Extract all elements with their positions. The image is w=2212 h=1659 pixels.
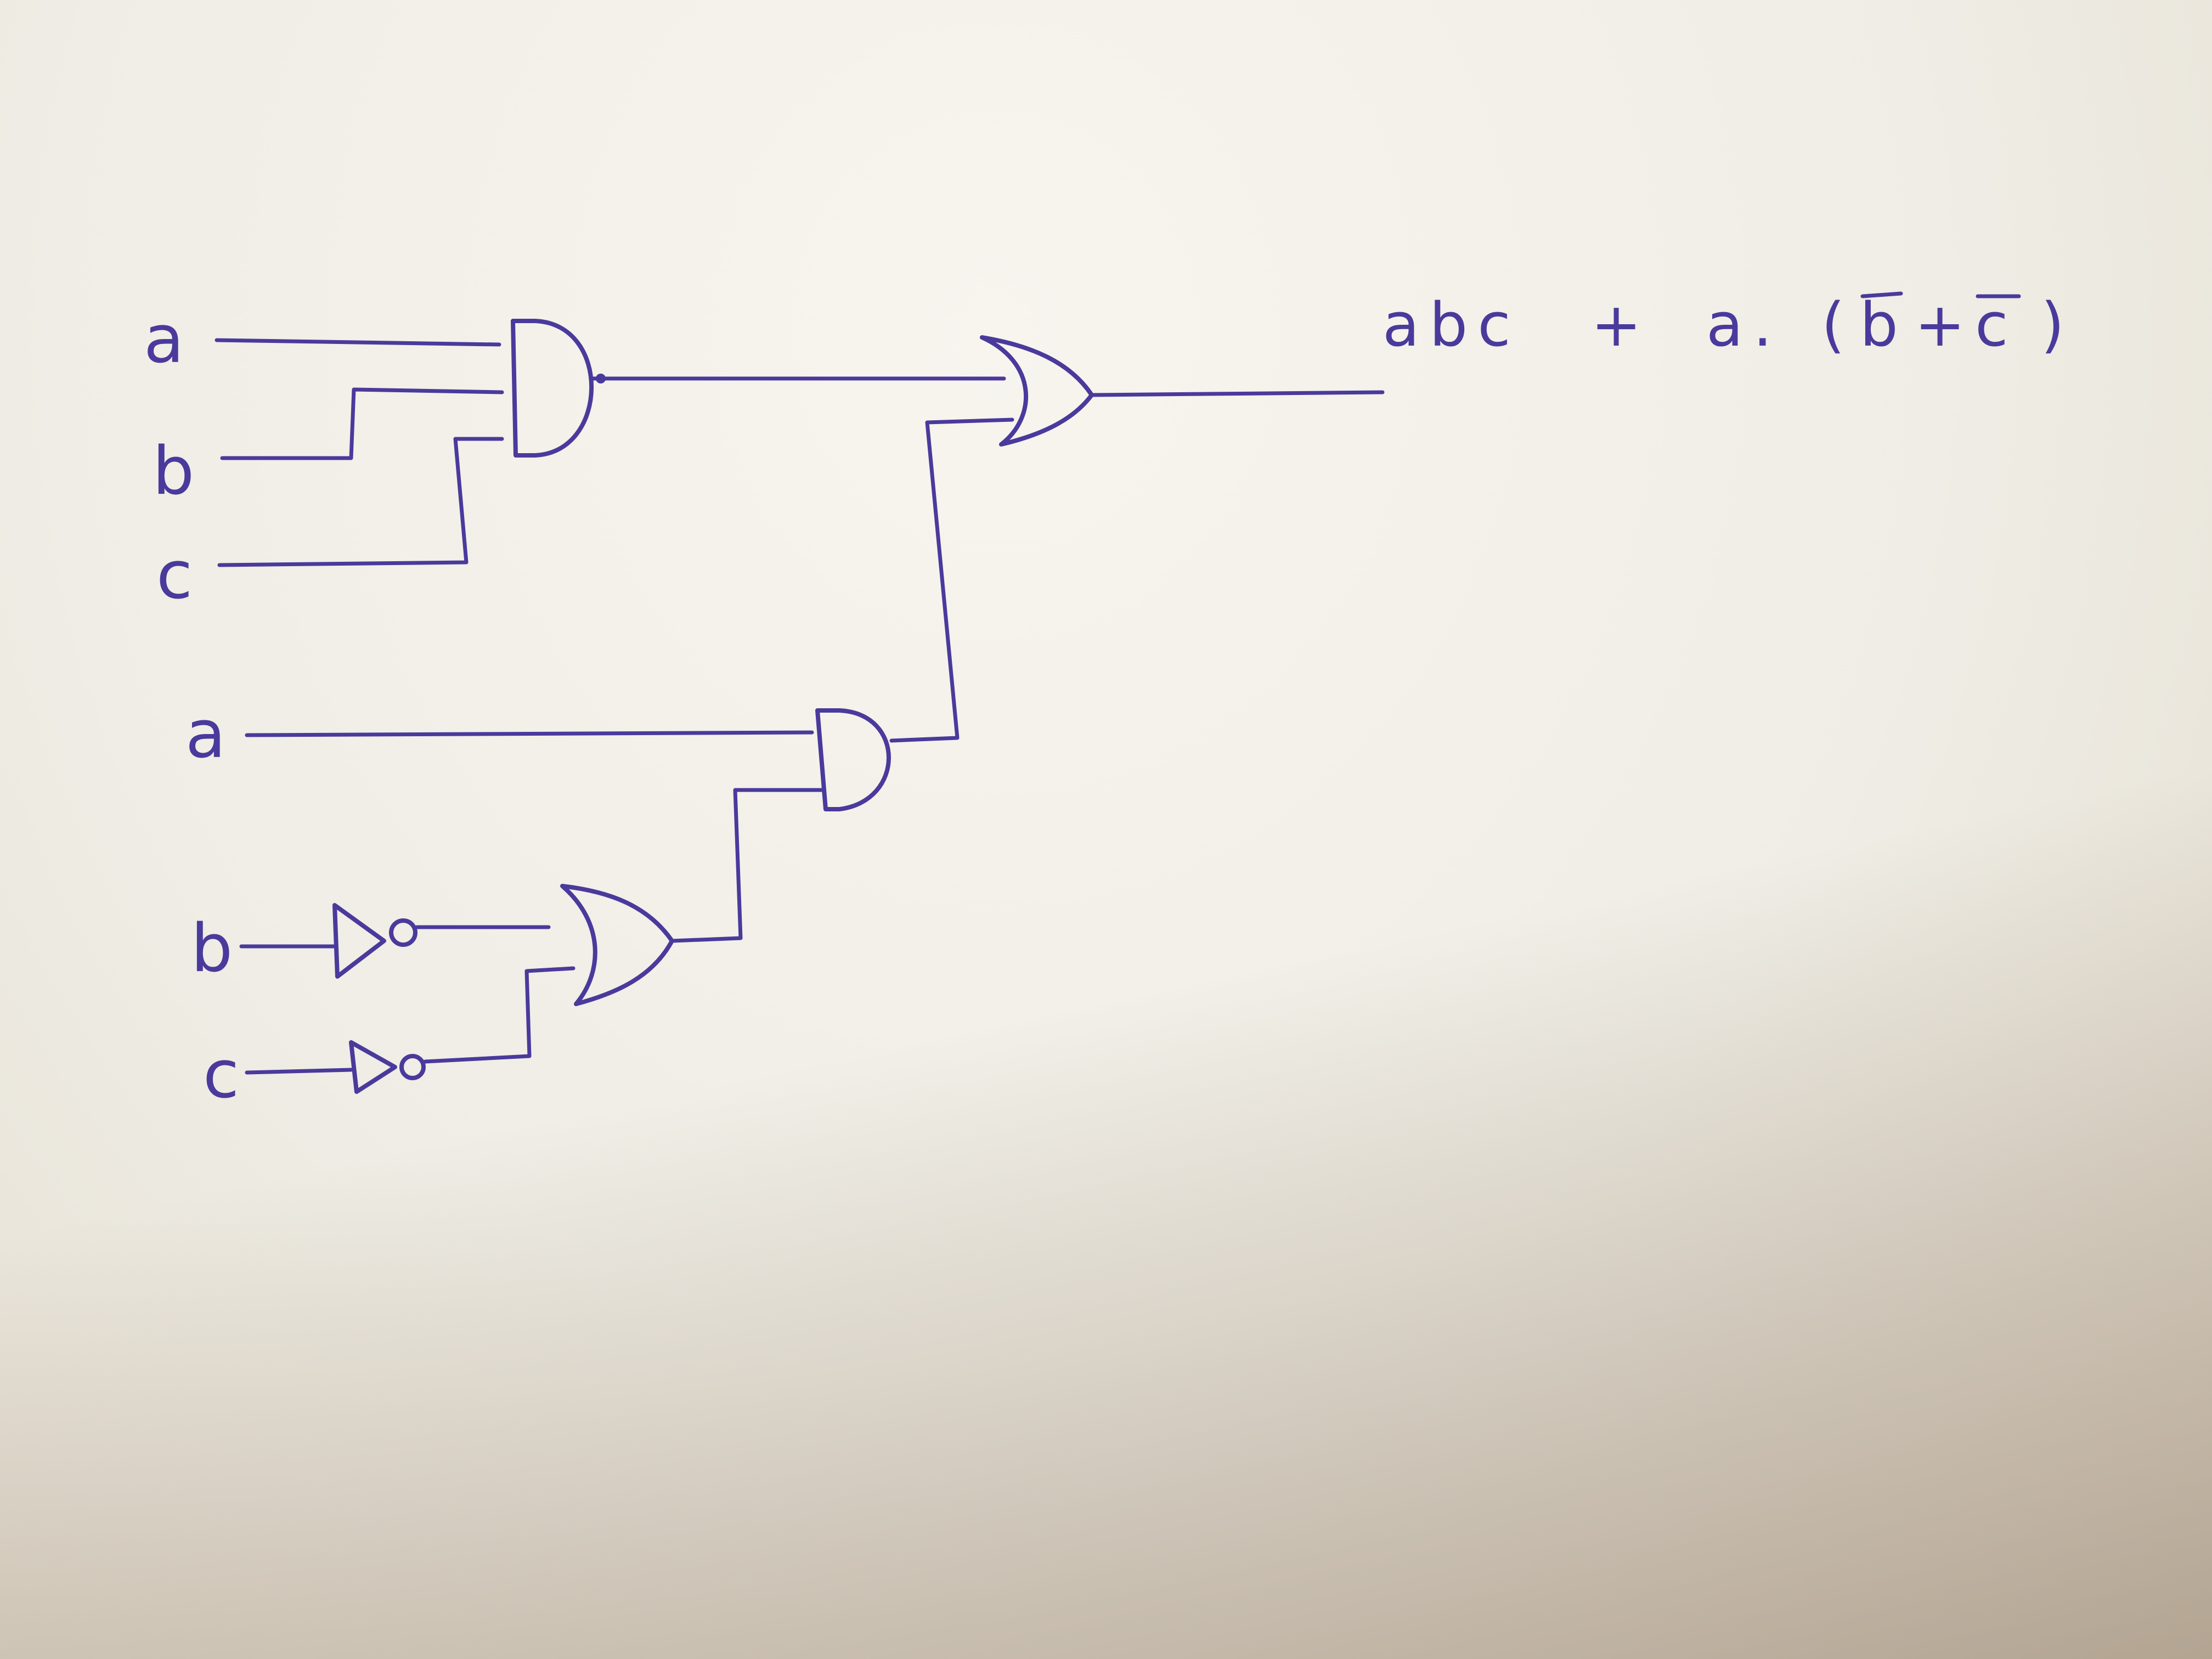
wire-c-to-and1 — [217, 437, 504, 567]
wire-not-c-to-or1 — [423, 966, 575, 1064]
junction-dot — [596, 374, 606, 383]
input-label-c-top: c — [156, 538, 193, 614]
output-term2-prefix: a. — [1706, 290, 1782, 360]
not-gate-c — [349, 1040, 397, 1094]
wire-or-final-output — [1090, 390, 1385, 397]
wire-c-low-to-not — [245, 1068, 353, 1075]
input-label-a-top: a — [144, 302, 184, 378]
and-gate-1 — [511, 319, 594, 458]
not-bubble-c — [399, 1054, 426, 1080]
wire-b-to-and1 — [220, 387, 504, 460]
and-gate-2 — [815, 708, 891, 811]
input-label-b-top: b — [153, 433, 194, 510]
output-inner-plus: + — [1915, 290, 1975, 360]
output-b-complement: b — [1860, 290, 1908, 360]
not-bubble-b — [389, 918, 417, 947]
output-close-paren: ) — [2041, 290, 2074, 360]
overbar-b — [1860, 291, 1903, 298]
input-label-b-low: b — [191, 911, 233, 987]
wire-or1-to-and2 — [670, 788, 825, 943]
or-gate-final — [980, 335, 1094, 447]
output-term-abc: abc — [1383, 290, 1521, 360]
output-plus: + — [1591, 290, 1651, 360]
wire-and2-to-or-final — [889, 417, 1014, 743]
input-label-a-mid: a — [185, 697, 226, 773]
or-gate-1 — [560, 884, 674, 1006]
output-open-paren: ( — [1821, 290, 1855, 360]
wire-a-mid-to-and2 — [245, 730, 814, 737]
output-c-complement: c — [1975, 290, 2018, 360]
input-label-c-low: c — [203, 1037, 239, 1113]
wire-a-to-and1 — [215, 338, 501, 347]
not-gate-b — [332, 903, 386, 979]
